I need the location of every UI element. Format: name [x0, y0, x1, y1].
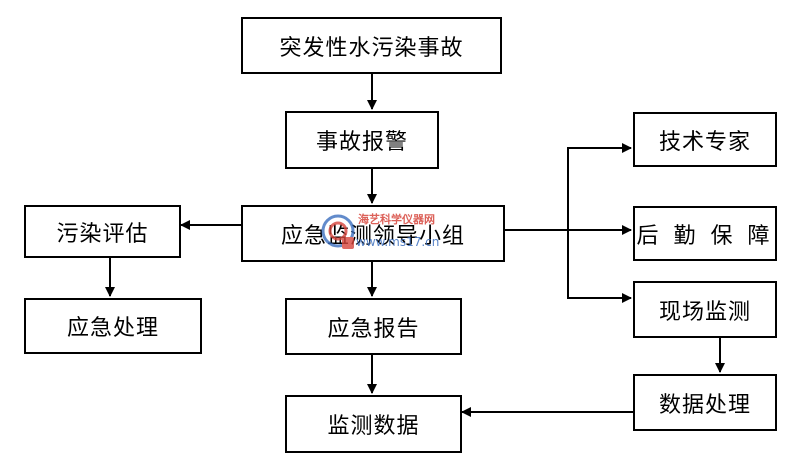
- node-pollution-eval: 污染评估: [24, 205, 181, 258]
- node-monitor-data: 监测数据: [285, 395, 462, 453]
- node-logistics: 后 勤 保 障: [633, 206, 777, 261]
- node-tech-expert: 技术专家: [633, 112, 777, 167]
- node-leader: 应急监测领导小组: [241, 205, 505, 262]
- node-data-process: 数据处理: [633, 374, 777, 431]
- node-emergency-report: 应急报告: [285, 298, 462, 355]
- node-emergency-handle: 应急处理: [24, 298, 202, 354]
- node-alarm: 事故报警: [285, 111, 439, 169]
- node-incident: 突发性水污染事故: [241, 17, 502, 74]
- node-field-monitor: 现场监测: [633, 281, 777, 338]
